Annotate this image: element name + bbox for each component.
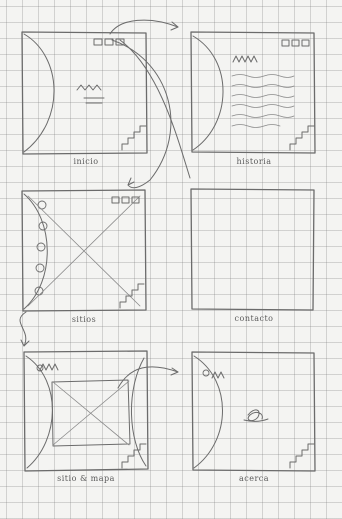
window-controls-icon — [94, 39, 124, 45]
frame-sitios — [22, 190, 146, 311]
frame-label-historia: historia — [237, 157, 272, 166]
signature-scribble — [244, 410, 268, 421]
side-curve — [26, 356, 52, 468]
logo-scribble — [233, 56, 257, 62]
arrow-historia-to-contacto — [120, 40, 190, 178]
text-lines — [232, 75, 294, 128]
frame-label-sitio-mapa: sitio & mapa — [57, 474, 115, 483]
frame-inicio — [22, 32, 147, 154]
corner-stairs-icon — [120, 284, 144, 308]
frame-label-contacto: contacto — [235, 314, 274, 323]
window-controls-icon — [112, 197, 139, 203]
frame-sitio-mapa — [24, 351, 148, 471]
frame-acerca — [192, 352, 315, 471]
image-placeholder-cross — [28, 196, 140, 306]
logo-scribble — [77, 85, 101, 90]
side-curve — [24, 34, 54, 152]
arrowhead — [128, 178, 134, 185]
map-placeholder-cross — [53, 381, 129, 445]
corner-stairs-icon — [290, 444, 314, 468]
frame-label-inicio: inicio — [73, 157, 98, 166]
arrow-inicio-to-historia — [110, 20, 178, 34]
arrow-sitio-mapa-to-acerca — [118, 367, 178, 388]
side-curve — [194, 356, 223, 468]
frame-label-sitios: sitios — [72, 315, 96, 324]
arrowhead — [171, 368, 178, 375]
site-markers — [35, 201, 47, 295]
frame-contacto — [191, 189, 314, 310]
corner-stairs-icon — [122, 444, 146, 468]
corner-stairs-icon — [122, 126, 146, 150]
frame-historia — [191, 32, 315, 153]
corner-stairs-icon — [290, 126, 314, 150]
window-controls-icon — [282, 40, 309, 46]
side-curve — [193, 36, 223, 150]
frame-label-acerca: acerca — [239, 474, 269, 483]
